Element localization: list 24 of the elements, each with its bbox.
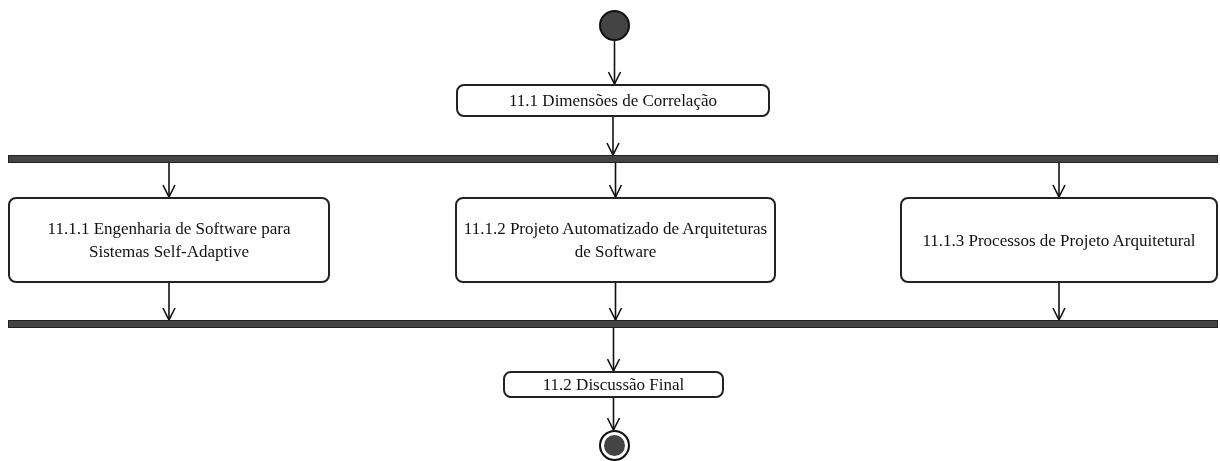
activity-box <box>455 197 776 283</box>
arrow <box>162 282 176 321</box>
activity-box <box>8 197 330 283</box>
sync-bar <box>8 155 1218 163</box>
arrow <box>607 40 622 85</box>
activity-label: 11.2 Discussão Final <box>542 374 685 396</box>
arrow <box>606 116 620 156</box>
activity-label: 11.1.1 Engenharia de Software para Sistemas Self-Adaptive <box>46 218 292 263</box>
arrow <box>162 162 176 198</box>
arrow <box>606 397 621 431</box>
arrow <box>608 162 623 198</box>
arrow <box>1052 162 1066 198</box>
sync-bar <box>8 320 1218 328</box>
arrow <box>1052 282 1066 321</box>
end-node <box>599 430 630 461</box>
activity-label: 11.1.3 Processos de Projeto Arquitetural <box>922 229 1196 252</box>
arrow <box>608 282 623 321</box>
arrow <box>606 327 621 372</box>
start-node <box>599 10 630 41</box>
activity-box <box>456 84 770 117</box>
activity-box <box>900 197 1218 283</box>
activity-box <box>503 371 724 398</box>
activity-label: 11.1 Dimensões de Correlação <box>509 90 717 112</box>
activity-label: 11.1.2 Projeto Automatizado de Arquiteturas de Software <box>463 218 768 263</box>
